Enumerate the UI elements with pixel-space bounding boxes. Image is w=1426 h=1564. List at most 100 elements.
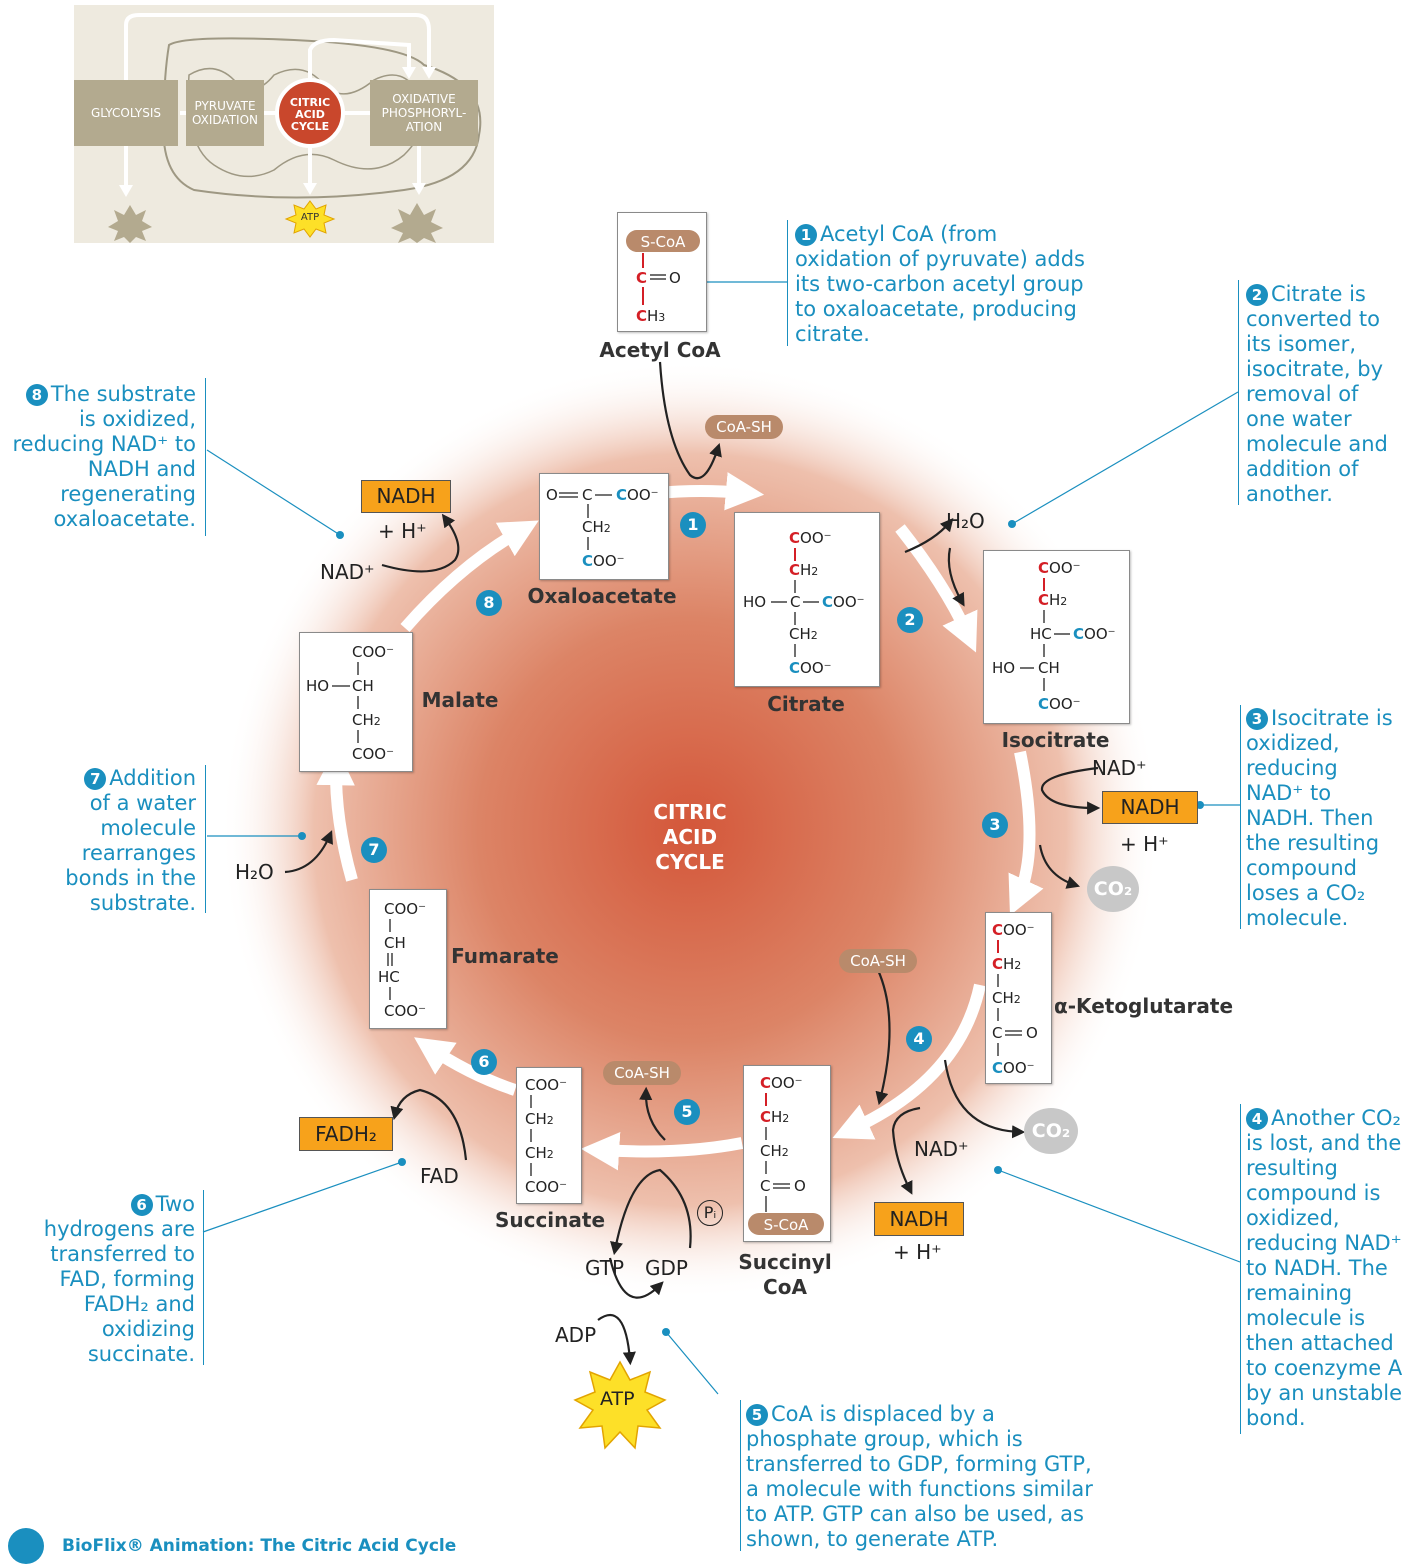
callout-1-bar xyxy=(787,220,788,346)
svg-text:COO⁻: COO⁻ xyxy=(1073,625,1116,643)
svg-text:COO⁻: COO⁻ xyxy=(992,921,1035,939)
atp-burst-icon xyxy=(573,1360,667,1450)
svg-text:CH2: CH2 xyxy=(525,1110,554,1128)
overview-atp-icon xyxy=(284,200,336,238)
bioflix-icon[interactable] xyxy=(8,1528,44,1564)
center-l2: ACID xyxy=(662,825,718,849)
svg-text:S-CoA: S-CoA xyxy=(641,233,687,251)
bioflix-animation-link[interactable]: BioFlix® Animation: The Citric Acid Cycl… xyxy=(62,1536,457,1556)
svg-text:C: C xyxy=(636,269,647,287)
svg-text:O: O xyxy=(669,269,681,287)
callout-1-text: Acetyl CoA (from oxidation of pyruvate) … xyxy=(795,222,1085,346)
isocitrate-structure: COO⁻ CH2 HC COO⁻ HO CH COO⁻ xyxy=(983,550,1130,724)
succinate-structure: COO⁻ CH2 CH2 COO⁻ xyxy=(516,1067,582,1204)
step-badge-5: 5 xyxy=(674,1099,700,1125)
nadh-step3: NADH xyxy=(1102,791,1198,824)
oxaloacetate-structure: O C COO⁻ CH2 COO⁻ xyxy=(539,473,669,580)
svg-text:COO⁻: COO⁻ xyxy=(525,1076,567,1094)
h2o-step7: H₂O xyxy=(235,860,274,884)
co2-step4: CO₂ xyxy=(1024,1108,1078,1154)
gdp: GDP xyxy=(645,1256,688,1280)
isocitrate-label: Isocitrate xyxy=(1001,728,1110,752)
svg-text:CH2: CH2 xyxy=(992,955,1021,973)
svg-text:O: O xyxy=(1026,1024,1038,1042)
svg-text:CH: CH xyxy=(384,934,406,952)
svg-text:COO⁻: COO⁻ xyxy=(384,900,426,918)
callout-5-bar xyxy=(740,1400,741,1551)
overview-ox-l2: PHOSPHORYL- xyxy=(381,106,467,120)
overview-pyruvate-l2: OXIDATION xyxy=(191,113,259,127)
callout-6-text: Two hydrogens are transferred to FAD, fo… xyxy=(43,1192,195,1366)
overview-pyruvate-oxidation: PYRUVATE OXIDATION xyxy=(186,80,264,146)
fumarate-structure: COO⁻ CH HC COO⁻ xyxy=(369,889,447,1029)
step-badge-6: 6 xyxy=(471,1049,497,1075)
svg-text:COO⁻: COO⁻ xyxy=(789,659,832,677)
adp: ADP xyxy=(555,1323,597,1347)
svg-text:HO: HO xyxy=(743,593,766,611)
svg-text:CH2: CH2 xyxy=(582,518,611,536)
succinyl-coa-label: Succinyl CoA xyxy=(730,1250,840,1300)
svg-text:COO⁻: COO⁻ xyxy=(352,643,394,661)
svg-text:CH2: CH2 xyxy=(760,1142,789,1160)
svg-text:CH: CH xyxy=(352,677,374,695)
overview-ox-l1: OXIDATIVE xyxy=(392,92,456,106)
coa-sh-step5: CoA-SH xyxy=(603,1061,681,1085)
callout-3-num: 3 xyxy=(1246,708,1268,730)
gtp: GTP xyxy=(585,1256,625,1280)
step-badge-3: 3 xyxy=(982,812,1008,838)
svg-text:C: C xyxy=(582,486,592,504)
callout-1-num: 1 xyxy=(795,224,817,246)
svg-text:CH: CH xyxy=(1038,659,1060,677)
svg-text:COO⁻: COO⁻ xyxy=(789,529,832,547)
callout-4-num: 4 xyxy=(1246,1108,1268,1130)
acetyl-coa-structure: S-CoA C O CH3 xyxy=(617,212,707,332)
step-badge-1: 1 xyxy=(680,512,706,538)
callout-7-bar xyxy=(205,765,206,913)
svg-text:COO⁻: COO⁻ xyxy=(525,1178,567,1196)
callout-4-text: Another CO₂ is lost, and the resulting c… xyxy=(1246,1106,1403,1430)
svg-text:HC: HC xyxy=(1030,625,1052,643)
malate-structure: COO⁻ HO CH CH2 COO⁻ xyxy=(299,632,413,772)
step-badge-4: 4 xyxy=(906,1026,932,1052)
overview-ox-l3: ATION xyxy=(405,120,443,134)
svg-text:CH2: CH2 xyxy=(992,989,1021,1007)
svg-text:O: O xyxy=(546,486,558,504)
oxaloacetate-label: Oxaloacetate xyxy=(527,584,677,608)
svg-text:O: O xyxy=(794,1177,806,1195)
citrate-structure: COO⁻ CH2 HO C COO⁻ CH2 COO⁻ xyxy=(734,512,880,687)
callout-8-text: The substrate is oxidized, reducing NAD⁺… xyxy=(12,382,196,531)
step-badge-2: 2 xyxy=(897,607,923,633)
malate-label: Malate xyxy=(421,688,499,712)
overview-cac-l3: CYCLE xyxy=(290,120,330,133)
svg-text:C: C xyxy=(790,593,800,611)
citrate-label: Citrate xyxy=(767,692,845,716)
svg-text:CH3: CH3 xyxy=(636,307,665,325)
callout-5-num: 5 xyxy=(746,1404,768,1426)
svg-text:COO⁻: COO⁻ xyxy=(760,1074,803,1092)
svg-text:COO⁻: COO⁻ xyxy=(384,1002,426,1020)
svg-text:COO⁻: COO⁻ xyxy=(352,745,394,763)
svg-text:COO⁻: COO⁻ xyxy=(616,486,659,504)
svg-text:CH2: CH2 xyxy=(760,1108,789,1126)
nad-plus-step4: NAD⁺ xyxy=(914,1137,969,1161)
svg-text:CH2: CH2 xyxy=(789,625,818,643)
callout-2-bar xyxy=(1238,280,1239,505)
h-plus-step3: + H⁺ xyxy=(1120,832,1169,856)
overview-atp-label: ATP xyxy=(300,212,320,223)
overview-cac-l2: ACID xyxy=(295,108,325,121)
callout-6-num: 6 xyxy=(130,1194,153,1216)
svg-text:S-CoA: S-CoA xyxy=(764,1216,810,1234)
fad-step6: FAD xyxy=(420,1164,459,1188)
coa-sh-step4: CoA-SH xyxy=(839,949,917,973)
nadh-step8: NADH xyxy=(361,480,451,513)
succinate-label: Succinate xyxy=(494,1208,606,1232)
overview-glycolysis: GLYCOLYSIS xyxy=(74,80,178,146)
svg-text:CH2: CH2 xyxy=(525,1144,554,1162)
callout-3-text: Isocitrate is oxidized, reducing NAD⁺ to… xyxy=(1246,706,1393,930)
